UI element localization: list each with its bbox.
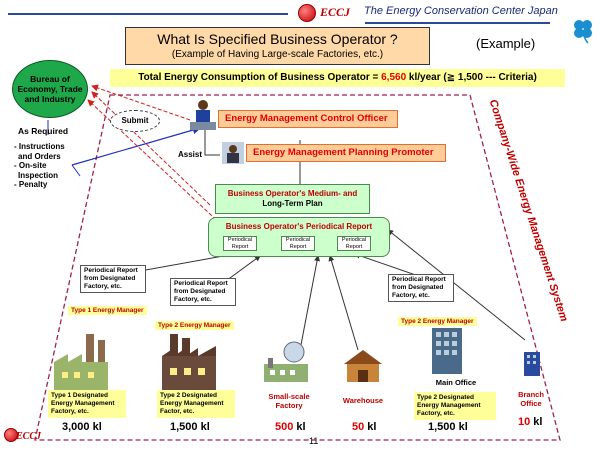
footer-logo-text: ECCJ [16, 431, 42, 442]
volume-warehouse-value: 50 [352, 421, 365, 433]
large-factory-icon [54, 334, 108, 390]
volume-type2-2: 1,500 kl [428, 421, 468, 433]
plan-line2: Long-Term Plan [262, 199, 323, 208]
branch-office-building-icon [524, 352, 540, 376]
volume-type1: 3,000 kl [62, 421, 102, 433]
promoter-person-icon [222, 142, 244, 164]
plan-line1: Business Operator's Medium- and [227, 189, 358, 198]
header-rule-right [365, 22, 550, 24]
volume-branch-office: 10 kl [518, 416, 542, 428]
volume-branch-office-value: 10 [518, 416, 531, 428]
title-box: What Is Specified Business Operator ? (E… [125, 27, 430, 65]
total-suffix: kl/year (≧ 1,500 --- Criteria) [406, 72, 537, 83]
emco-box: Energy Management Control Officer [218, 110, 398, 128]
type1-manager-label: Type 1 Energy Manager [68, 306, 147, 315]
example-label: (Example) [476, 36, 536, 51]
total-prefix: Total Energy Consumption of Business Ope… [138, 72, 382, 83]
main-office-building-icon [432, 328, 462, 374]
facility-warehouse-label: Warehouse [342, 396, 384, 405]
req-item: - On-site [14, 161, 47, 170]
facility-type2-label-1: Type 2 Designated Energy Management Fact… [157, 390, 235, 418]
warehouse-icon [344, 350, 382, 382]
facility-small-scale-label: Small-scale Factory [268, 392, 310, 410]
mini-report: Periodical Report [223, 236, 257, 251]
facility-main-office-label: Main Office [435, 378, 477, 387]
bureau-node: Bureau of Economy, Trade and Industry [12, 60, 88, 118]
req-item: - Instructions [14, 142, 65, 151]
submit-bubble: Submit [110, 110, 160, 132]
assist-label: Assist [178, 150, 203, 159]
clover-icon [574, 20, 592, 44]
officer-person-icon [190, 100, 216, 130]
volume-small-factory: 500 kl [275, 421, 306, 433]
requirements-list: - Instructions and Orders - On-site Insp… [14, 142, 65, 190]
footer-logo-icon [4, 428, 18, 442]
medium-factory-icon [162, 334, 216, 390]
report-note-1: Periodical Report from Designated Factor… [80, 265, 146, 293]
facility-type2-label-2: Type 2 Designated Energy Management Fact… [414, 392, 496, 420]
as-required-label: As Required [18, 126, 69, 136]
periodical-report: Business Operator's Periodical Report Pe… [208, 217, 390, 257]
facility-type1-label: Type 1 Designated Energy Management Fact… [48, 390, 126, 418]
header-logo-text: ECCJ [320, 5, 351, 19]
title-line2: (Example of Having Large-scale Factories… [171, 49, 384, 60]
small-factory-icon [264, 341, 308, 382]
header-rule-left [8, 13, 288, 15]
volume-warehouse: 50 kl [352, 421, 376, 433]
volume-type2-1: 1,500 kl [170, 421, 210, 433]
facility-branch-office-label: Branch Office [518, 390, 544, 408]
header-org-name: The Energy Conservation Center Japan [364, 5, 558, 17]
total-value: 6,560 [381, 72, 407, 83]
total-energy-bar: Total Energy Consumption of Business Ope… [110, 69, 565, 87]
volume-small-factory-value: 500 [275, 421, 294, 433]
empp-box: Energy Management Planning Promoter [246, 144, 446, 162]
volume-unit: kl [293, 421, 306, 433]
type2-manager-label-2: Type 2 Energy Manager [398, 317, 477, 326]
report-note-2: Periodical Report from Designated Factor… [170, 278, 236, 306]
req-item: and Orders [18, 151, 61, 161]
eccj-logo-icon [298, 4, 316, 22]
medium-long-term-plan: Business Operator's Medium- and Long-Ter… [215, 184, 370, 214]
report-note-3: Periodical Report from Designated Factor… [388, 274, 454, 302]
page-number: 11 [309, 436, 319, 446]
volume-unit: kl [364, 421, 377, 433]
volume-unit: kl [530, 416, 543, 428]
mini-report: Periodical Report [281, 236, 315, 251]
title-line1: What Is Specified Business Operator ? [157, 31, 398, 47]
req-item: - Penalty [14, 180, 48, 189]
report-title: Business Operator's Periodical Report [225, 222, 373, 231]
mini-report: Periodical Report [337, 236, 371, 251]
type2-manager-label-1: Type 2 Energy Manager [155, 321, 234, 330]
req-item: Inspection [18, 170, 59, 180]
company-frame [34, 94, 561, 441]
